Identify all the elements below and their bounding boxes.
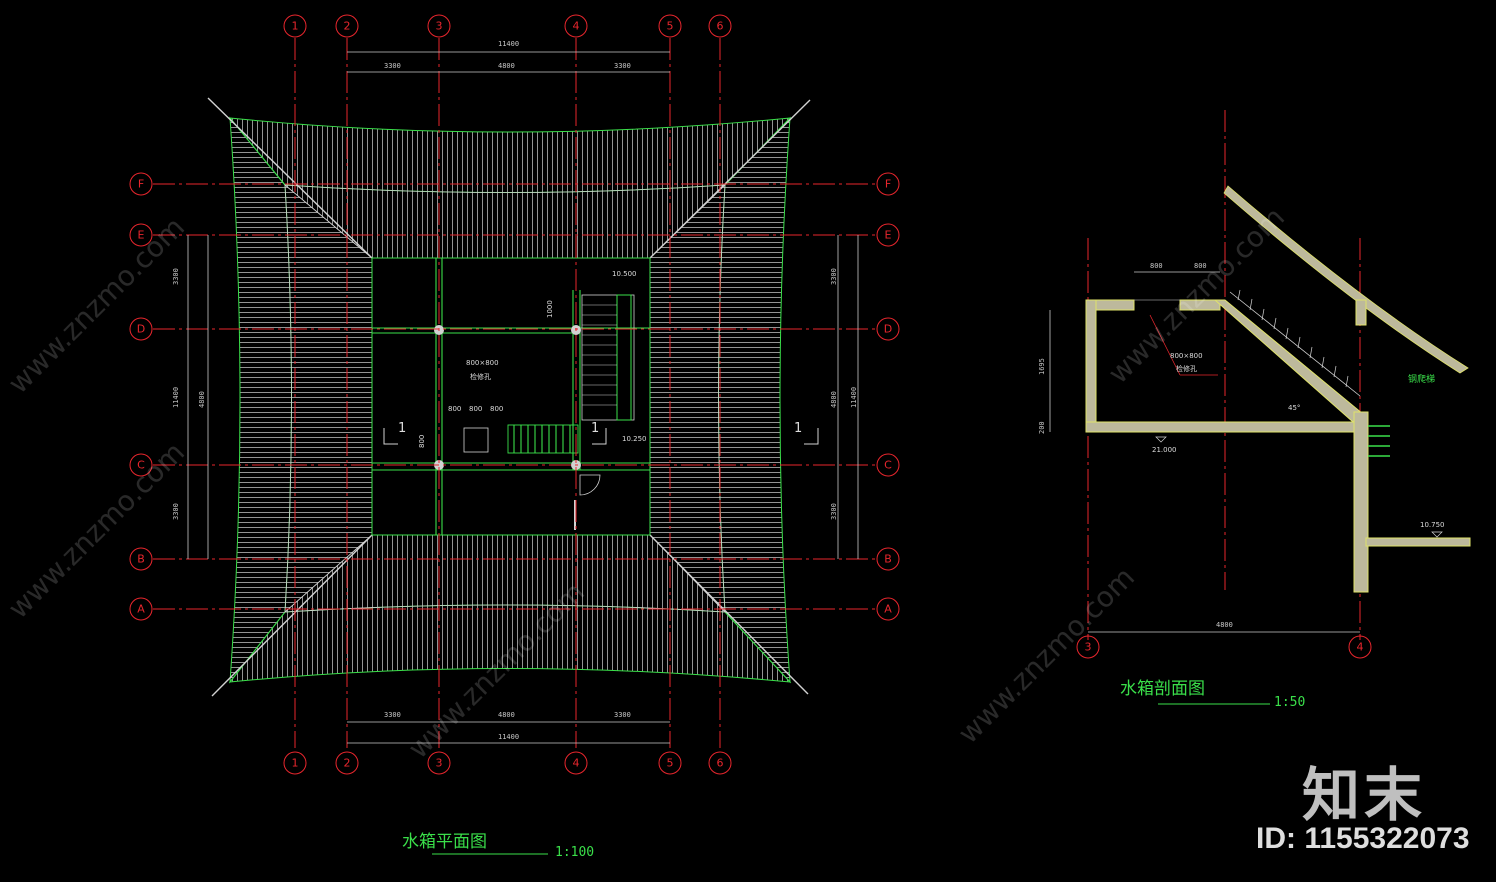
col-bubble-bottom-3: 3 [436, 757, 443, 770]
plan-opening-note: 检修孔 [470, 372, 491, 381]
plan-small-dim-3: 800 [490, 405, 503, 413]
section-dim-left: 1695 [1038, 358, 1046, 375]
plan-opening-label: 800×800 [466, 359, 499, 367]
roof-top-inner [283, 184, 727, 259]
dim-left-2: 4800 [198, 391, 206, 408]
plan-title: 水箱平面图 [402, 832, 487, 852]
stair-plan [581, 294, 635, 421]
svg-text:1: 1 [794, 421, 802, 436]
dim-top-1: 3300 [384, 62, 401, 70]
col-bubble-bottom-5: 5 [667, 757, 674, 770]
col-bubble-top-2: 2 [344, 20, 351, 33]
section-roof-slope [1223, 185, 1469, 374]
plan-small-dim-1: 800 [448, 405, 461, 413]
dim-left-3: 3300 [172, 503, 180, 520]
plan-scale: 1:100 [555, 845, 594, 860]
dim-bottom-2: 4800 [498, 711, 515, 719]
roof-left-inner [284, 184, 373, 613]
watermark-5: www.znzmo.com [952, 561, 1141, 750]
plan-dims-bottom: 3300 4800 3300 11400 [347, 711, 670, 744]
roof-top-band [228, 117, 792, 193]
col-bubble-bottom-1: 1 [292, 757, 299, 770]
section-elev-floor: 21.000 [1152, 446, 1177, 454]
plan-small-dim-4: 1000 [546, 300, 554, 318]
col-bubble-bottom-4: 4 [573, 757, 580, 770]
brand-logo: 知末 [1302, 761, 1427, 829]
col-bubble-bottom-6: 6 [717, 757, 724, 770]
plan-dims-top: 11400 3300 4800 3300 [347, 40, 670, 73]
section-ladder-label: 钢爬梯 [1408, 373, 1435, 385]
section-dim-bottom: 4800 [1216, 621, 1233, 629]
dim-right-3: 3300 [830, 503, 838, 520]
dim-right-2: 4800 [830, 391, 838, 408]
plan-small-dim-5: 800 [418, 435, 426, 448]
dim-bottom-3: 3300 [614, 711, 631, 719]
dim-left-total: 11400 [172, 387, 180, 408]
section-scale: 1:50 [1274, 695, 1305, 710]
dim-total-top: 11400 [498, 40, 519, 48]
roof-left-band [229, 116, 292, 684]
image-id: ID: 1155322073 [1256, 822, 1470, 855]
svg-text:1: 1 [591, 421, 599, 436]
row-bubble-right-B: B [884, 553, 892, 566]
roof-bottom-inner [283, 534, 727, 613]
dim-total-bottom: 11400 [498, 733, 519, 741]
plan-small-dim-2: 800 [469, 405, 482, 413]
section-view: 800 800 1695 200 4800 800×800 检修孔 钢爬梯 45… [1038, 110, 1471, 710]
section-dim-top-1: 800 [1150, 262, 1163, 270]
row-bubble-left-D: D [137, 323, 145, 336]
plan-dims-left: 3300 11400 4800 3300 [172, 235, 209, 559]
row-bubble-right-A: A [884, 603, 892, 616]
section-dim-top-2: 800 [1194, 262, 1207, 270]
plan-view: 1 2 3 4 5 6 1 2 3 4 5 6 F E D C B A F E … [129, 14, 900, 860]
roof-right-inner [649, 183, 726, 614]
row-bubble-left-C: C [137, 459, 145, 472]
plan-elev-stair: 10.250 [622, 435, 647, 443]
section-opening-label: 800×800 [1170, 352, 1203, 360]
section-mark-left: 1 [383, 421, 406, 445]
plan-elev-top: 10.500 [612, 270, 637, 278]
col-bubble-top-6: 6 [717, 20, 724, 33]
section-title: 水箱剖面图 [1120, 679, 1205, 699]
section-dim-left2: 200 [1038, 421, 1046, 434]
section-opening-note: 检修孔 [1176, 364, 1197, 373]
watermark-4: www.znzmo.com [1102, 201, 1291, 390]
col-bubble-top-5: 5 [667, 20, 674, 33]
access-opening [463, 427, 489, 453]
col-bubble-top-4: 4 [573, 20, 580, 33]
row-bubble-right-F: F [885, 178, 891, 191]
section-axis-3: 3 [1085, 641, 1092, 654]
dim-right-1: 3300 [830, 268, 838, 285]
col-bubble-top-1: 1 [292, 20, 299, 33]
svg-text:1: 1 [398, 421, 406, 436]
section-elev-low: 10.750 [1420, 521, 1445, 529]
row-bubble-right-E: E [885, 229, 892, 242]
watermark-1: www.znzmo.com [2, 211, 191, 400]
row-bubble-left-F: F [138, 178, 144, 191]
tank-outline [371, 257, 651, 536]
row-bubble-right-D: D [884, 323, 892, 336]
roof-right-band [718, 116, 791, 684]
dim-right-total: 11400 [850, 387, 858, 408]
section-axis-4: 4 [1357, 641, 1364, 654]
col-bubble-top-3: 3 [436, 20, 443, 33]
section-angle: 45° [1288, 404, 1300, 412]
watermark-2: www.znzmo.com [2, 436, 191, 625]
row-bubble-left-E: E [138, 229, 145, 242]
row-bubble-left-B: B [137, 553, 145, 566]
section-ladder [1229, 289, 1390, 457]
section-mark-right: 1 [794, 421, 819, 445]
dim-top-3: 3300 [614, 62, 631, 70]
dim-top-2: 4800 [498, 62, 515, 70]
row-bubble-right-C: C [884, 459, 892, 472]
plan-dims-right: 3300 4800 11400 3300 [830, 235, 859, 559]
row-bubble-left-A: A [137, 603, 145, 616]
section-mark-mid: 1 [591, 421, 607, 445]
dim-bottom-1: 3300 [384, 711, 401, 719]
col-bubble-bottom-2: 2 [344, 757, 351, 770]
ladder-plan [507, 424, 579, 454]
dim-left-1: 3300 [172, 268, 180, 285]
